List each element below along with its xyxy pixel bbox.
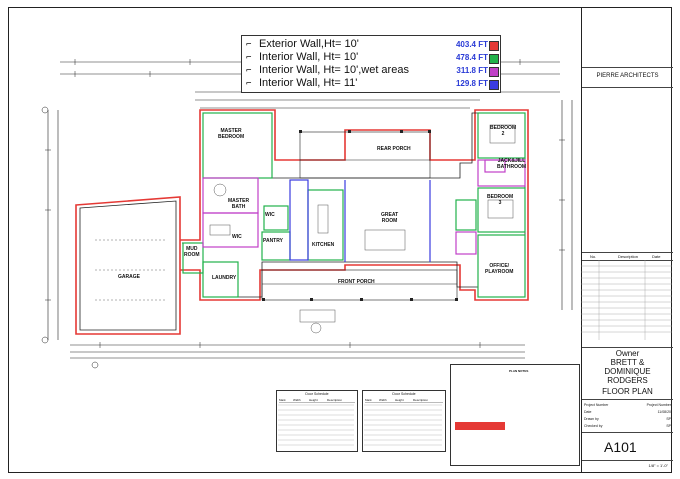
room-label-bedroom-2: BEDROOM 2 bbox=[490, 125, 517, 137]
legend-row-interior-11: ⌐ Interior Wall, Ht= 11' 129.8 FT bbox=[246, 77, 499, 91]
wall-type-icon: ⌐ bbox=[246, 66, 252, 76]
info-key: Drawn by bbox=[584, 417, 599, 421]
room-label-wic-2: WIC bbox=[232, 234, 242, 240]
room-label-rear-porch: REAR PORCH bbox=[377, 146, 411, 152]
legend-value: 403.4 FT bbox=[455, 40, 488, 49]
legend-swatch bbox=[489, 54, 499, 64]
legend-label: Interior Wall, Ht= 11' bbox=[259, 77, 358, 89]
info-key: Checked by bbox=[584, 424, 603, 428]
rev-col-header: No. bbox=[590, 254, 597, 259]
schedule-col-header: Width bbox=[379, 398, 387, 402]
info-value: Project Number bbox=[646, 403, 671, 407]
room-label-wic: WIC bbox=[265, 212, 275, 218]
window-schedule-table: Door Schedule Mark Width Height Descript… bbox=[362, 390, 446, 452]
schedule-col-header: Height bbox=[395, 398, 404, 402]
title-block-grid bbox=[581, 260, 672, 340]
wall-type-icon: ⌐ bbox=[246, 79, 252, 89]
legend-swatch bbox=[489, 67, 499, 77]
room-label-jack-jill-bathroom: JACK&JILL BATHROOM bbox=[497, 158, 527, 170]
room-label-mud-room: MUD ROOM bbox=[184, 246, 200, 258]
info-value: SP bbox=[666, 417, 671, 421]
room-label-master-bath: MASTER BATH bbox=[228, 198, 250, 210]
legend-swatch bbox=[489, 80, 499, 90]
info-value: SP bbox=[666, 424, 671, 428]
schedule-col-header: Description bbox=[413, 398, 429, 402]
legend-label: Interior Wall, Ht= 10',wet areas bbox=[259, 64, 409, 76]
schedule-col-header: Mark bbox=[365, 398, 372, 402]
schedule-col-header: Description bbox=[327, 398, 343, 402]
room-label-pantry: PANTRY bbox=[263, 238, 283, 244]
firm-name: PIERRE ARCHITECTS bbox=[596, 73, 659, 79]
drawing-scale: 1/8" = 1'-0" bbox=[648, 463, 668, 468]
drawing-sheet-border bbox=[8, 7, 672, 473]
info-value: 11/08/20 bbox=[657, 410, 671, 414]
schedule-col-header: Height bbox=[309, 398, 318, 402]
legend-value: 478.4 FT bbox=[455, 53, 488, 62]
sheet-title: FLOOR PLAN bbox=[602, 387, 653, 396]
plan-notes: PLAN NOTES bbox=[450, 364, 580, 466]
legend-value: 311.8 FT bbox=[456, 66, 488, 75]
door-schedule-table: Door Schedule Mark Width Height Descript… bbox=[276, 390, 358, 452]
schedule-header-row: Mark Width Height Description bbox=[279, 398, 355, 403]
room-label-garage: GARAGE bbox=[118, 274, 140, 280]
legend-row-wet-areas: ⌐ Interior Wall, Ht= 10',wet areas 311.8… bbox=[246, 64, 499, 78]
wall-type-icon: ⌐ bbox=[246, 40, 252, 50]
owner-label: Owner bbox=[615, 349, 640, 358]
notes-title: PLAN NOTES bbox=[509, 369, 529, 373]
legend-row-exterior: ⌐ Exterior Wall,Ht= 10' 403.4 FT bbox=[246, 38, 499, 52]
legend-value: 129.8 FT bbox=[455, 79, 488, 88]
info-key: Date bbox=[584, 410, 592, 414]
legend-row-interior: ⌐ Interior Wall, Ht= 10' 478.4 FT bbox=[246, 51, 499, 65]
legend-label: Exterior Wall,Ht= 10' bbox=[259, 38, 359, 50]
schedule-col-header: Mark bbox=[279, 398, 286, 402]
wall-type-icon: ⌐ bbox=[246, 53, 252, 63]
title-block: PIERRE ARCHITECTS No. Description Date O… bbox=[581, 7, 673, 473]
room-label-front-porch: FRONT PORCH bbox=[338, 279, 375, 285]
rev-col-header: Description bbox=[618, 254, 639, 259]
sheet-number: A101 bbox=[604, 439, 637, 455]
wall-legend: ⌐ Exterior Wall,Ht= 10' 403.4 FT ⌐ Inter… bbox=[241, 35, 501, 93]
room-label-bedroom-3: BEDROOM 3 bbox=[487, 194, 514, 206]
schedule-title: Door Schedule bbox=[392, 392, 416, 396]
info-key: Project Number bbox=[584, 403, 609, 407]
room-label-great-room: GREAT ROOM bbox=[381, 212, 399, 224]
schedule-header-row: Mark Width Height Description bbox=[365, 398, 443, 403]
schedule-col-header: Width bbox=[293, 398, 301, 402]
room-label-laundry: LAUNDRY bbox=[212, 275, 237, 281]
room-label-kitchen: KITCHEN bbox=[312, 242, 335, 248]
schedule-title: Door Schedule bbox=[305, 392, 329, 396]
room-label-office-playroom: OFFICE/ PLAYROOM bbox=[485, 263, 514, 275]
rev-col-header: Date bbox=[652, 254, 661, 259]
room-label-master-bedroom: MASTER BEDROOM bbox=[218, 128, 245, 140]
project-info: Project Number Project Number Date 11/08/2… bbox=[584, 402, 671, 430]
legend-swatch bbox=[489, 41, 499, 51]
legend-label: Interior Wall, Ht= 10' bbox=[259, 51, 359, 63]
owner-name: BRETT & DOMINIQUE RODGERS bbox=[604, 358, 651, 385]
